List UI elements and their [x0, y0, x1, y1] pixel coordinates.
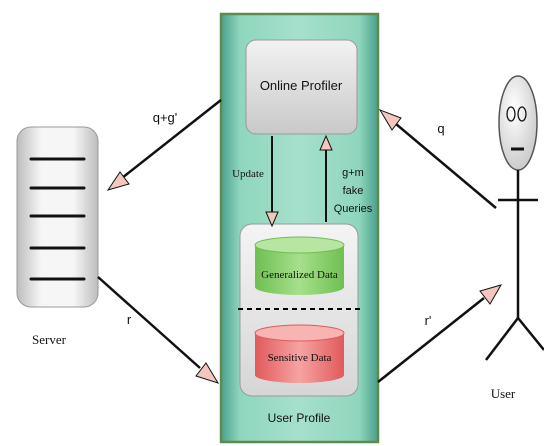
server-label: Server [32, 332, 67, 347]
response-from-server-label: r [127, 312, 132, 327]
fake-queries-label-line-3: Queries [334, 203, 373, 215]
query-to-server-arrow: q+g' [106, 99, 222, 191]
update-arrow: Update [232, 136, 279, 228]
query-from-user-arrow: q [378, 109, 497, 209]
fake-queries-arrow: g+m fake Queries [319, 134, 373, 222]
response-to-user-label: r' [425, 313, 432, 328]
update-label: Update [232, 168, 264, 180]
fake-queries-label-line-2: fake [343, 185, 364, 197]
query-from-user-label: q [437, 121, 444, 136]
user-face-icon [498, 75, 538, 171]
user-figure: User [485, 75, 544, 401]
response-from-server-arrow: r [97, 276, 220, 384]
user-profile-label: User Profile [268, 411, 331, 425]
query-to-server-label: q+g' [153, 110, 178, 125]
sensitive-data-label: Sensitive Data [268, 352, 332, 364]
fake-queries-label-line-1: g+m [342, 167, 364, 179]
generalized-data-label: Generalized Data [261, 269, 338, 281]
response-to-user-arrow: r' [377, 284, 503, 383]
online-profiler-node: Online Profiler [245, 39, 358, 135]
online-profiler-label: Online Profiler [260, 78, 343, 93]
user-label: User [491, 386, 516, 401]
sensitive-data-cylinder: Sensitive Data [254, 324, 345, 383]
server-node: Server [16, 126, 99, 347]
generalized-data-cylinder: Generalized Data [254, 236, 345, 295]
server-rack-lines [29, 157, 86, 281]
